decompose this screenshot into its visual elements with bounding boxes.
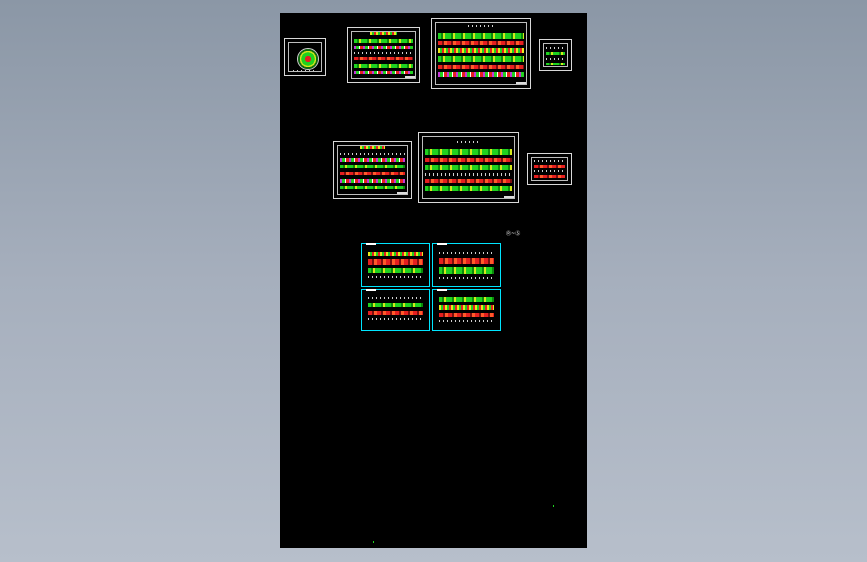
drawing-band	[354, 39, 413, 43]
drawing-band	[340, 158, 405, 162]
drawing-band	[340, 165, 405, 168]
viewport-caption	[437, 289, 447, 291]
sheet-table-b[interactable]	[527, 153, 572, 185]
table-row	[534, 170, 565, 172]
sheet-section-d[interactable]	[418, 132, 519, 203]
drawing-point	[373, 541, 374, 543]
sheet-section-a[interactable]	[347, 27, 420, 83]
title-block	[397, 192, 407, 194]
sheet-frame	[351, 31, 416, 79]
title-block	[504, 196, 514, 198]
drawing-band	[354, 46, 413, 49]
drawing-band	[439, 297, 494, 302]
viewport-caption	[366, 243, 376, 245]
sheet-section-c[interactable]	[333, 141, 412, 199]
drawing-band	[439, 313, 494, 317]
viewport-3[interactable]	[361, 289, 430, 331]
drawing-band	[425, 165, 512, 170]
drawing-band	[354, 57, 413, 60]
sheet-frame	[531, 157, 568, 181]
drawing-band	[368, 259, 423, 265]
viewport-1[interactable]	[361, 243, 430, 287]
annotation-label: Ⓡ~Ⓢ	[506, 231, 521, 237]
drawing-title-band	[468, 25, 494, 27]
drawing-band	[438, 72, 524, 77]
drawing-band	[438, 56, 524, 62]
drawing-band	[439, 277, 494, 279]
drawing-line	[293, 70, 317, 71]
drawing-band	[439, 252, 494, 254]
drawing-band	[425, 173, 512, 176]
drawing-band	[354, 52, 413, 54]
drawing-band	[368, 268, 423, 273]
drawing-point	[553, 505, 554, 507]
drawing-band	[340, 153, 405, 155]
sheet-circle-plan[interactable]	[284, 38, 326, 76]
table-row	[546, 47, 565, 49]
drawing-band	[425, 158, 512, 162]
drawing-band	[354, 64, 413, 68]
viewport-caption	[366, 289, 376, 291]
drawing-band	[368, 318, 423, 320]
cad-drawing-canvas[interactable]: Ⓡ~Ⓢ	[280, 13, 587, 548]
table-row	[534, 165, 565, 168]
table-row	[546, 58, 565, 60]
drawing-band	[368, 311, 423, 315]
drawing-band	[340, 179, 405, 183]
drawing-band	[340, 186, 405, 189]
drawing-band	[368, 252, 423, 256]
drawing-band	[438, 33, 524, 39]
sheet-frame	[288, 42, 322, 72]
drawing-band	[368, 303, 423, 307]
drawing-band	[425, 149, 512, 155]
drawing-band	[438, 65, 524, 69]
sheet-frame	[422, 136, 515, 199]
drawing-band	[439, 258, 494, 264]
drawing-band	[438, 48, 524, 53]
drawing-band	[368, 276, 423, 278]
viewport-caption	[437, 243, 447, 245]
table-row	[534, 160, 565, 162]
drawing-band	[439, 267, 494, 274]
drawing-title-band	[457, 141, 480, 143]
table-row	[534, 175, 565, 178]
drawing-band	[439, 305, 494, 310]
drawing-title-band	[370, 32, 397, 35]
drawing-band	[425, 179, 512, 183]
drawing-band	[340, 172, 405, 175]
sheet-table-a[interactable]	[539, 39, 572, 71]
viewport-4[interactable]	[432, 289, 501, 331]
drawing-title-band	[360, 146, 385, 149]
sheet-frame	[337, 145, 408, 195]
sheet-frame	[435, 22, 527, 85]
drawing-band	[439, 320, 494, 322]
sheet-section-b[interactable]	[431, 18, 531, 89]
drawing-band	[368, 297, 423, 299]
drawing-band	[354, 71, 413, 74]
circle-plan-graphic	[297, 48, 319, 70]
table-row	[546, 63, 565, 65]
drawing-band	[438, 41, 524, 45]
title-block	[405, 76, 415, 78]
sheet-frame	[543, 43, 568, 67]
title-block	[516, 82, 526, 84]
table-row	[546, 52, 565, 55]
viewport-2[interactable]	[432, 243, 501, 287]
drawing-band	[425, 186, 512, 191]
